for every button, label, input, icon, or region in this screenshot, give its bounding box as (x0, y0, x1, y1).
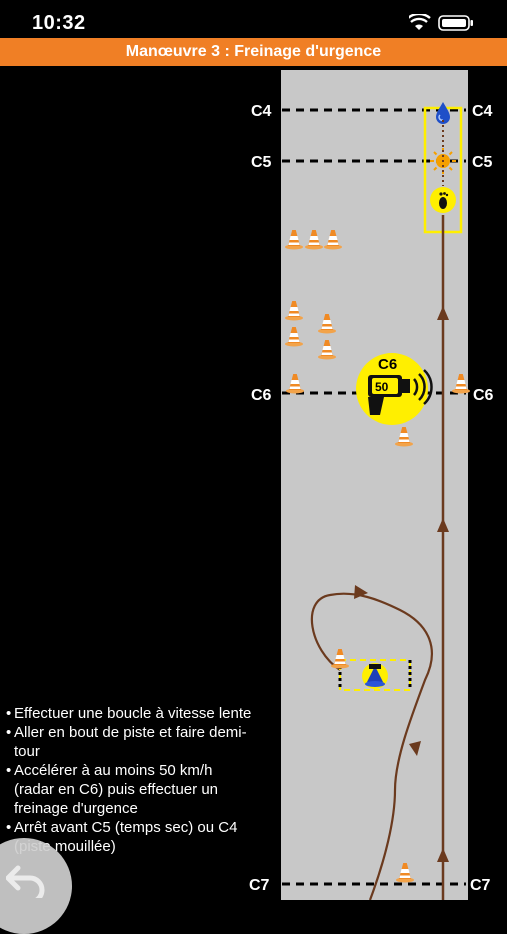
checkpoint-label-c6-right: C6 (473, 387, 494, 404)
radar-label: C6 (378, 356, 397, 373)
instructions: Effectuer une boucle à vitesse lente All… (4, 704, 254, 856)
checkpoint-label-c4-right: C4 (472, 103, 493, 120)
checkpoint-label-c7-right: C7 (470, 877, 491, 894)
checkpoint-label-c5-left: C5 (251, 154, 272, 171)
path-arrow (437, 306, 449, 320)
status-icons (409, 14, 473, 31)
path-arrow (409, 741, 421, 756)
path-arrow (437, 848, 449, 862)
start-marker-icon (362, 663, 388, 689)
checkpoint-label-c5-right: C5 (472, 154, 493, 171)
status-bar: 10:32 (0, 0, 507, 38)
instruction-item: Aller en bout de piste et faire demi-tou… (4, 723, 254, 761)
track-diagram: C4 C4 C5 C5 C6 C6 C7 C7 (249, 70, 494, 900)
radar-speed: 50 (375, 380, 389, 394)
footprint-icon (430, 187, 456, 213)
checkpoint-label-c7-left: C7 (249, 877, 270, 894)
battery-icon (438, 15, 473, 31)
wifi-icon (409, 14, 431, 30)
radar-icon: C6 50 (356, 353, 433, 425)
path-arrow (354, 585, 368, 599)
checkpoint-label-c6-left: C6 (251, 387, 272, 404)
loop-path (310, 592, 433, 900)
path-arrow (437, 518, 449, 532)
instruction-item: Accélérer à au moins 50 km/h (radar en C… (4, 761, 254, 818)
status-time: 10:32 (32, 12, 86, 34)
page-title: Manœuvre 3 : Freinage d'urgence (0, 38, 507, 66)
return-arrow-icon (6, 865, 45, 898)
instruction-item: Effectuer une boucle à vitesse lente (4, 704, 254, 723)
checkpoint-label-c4-left: C4 (251, 103, 272, 120)
